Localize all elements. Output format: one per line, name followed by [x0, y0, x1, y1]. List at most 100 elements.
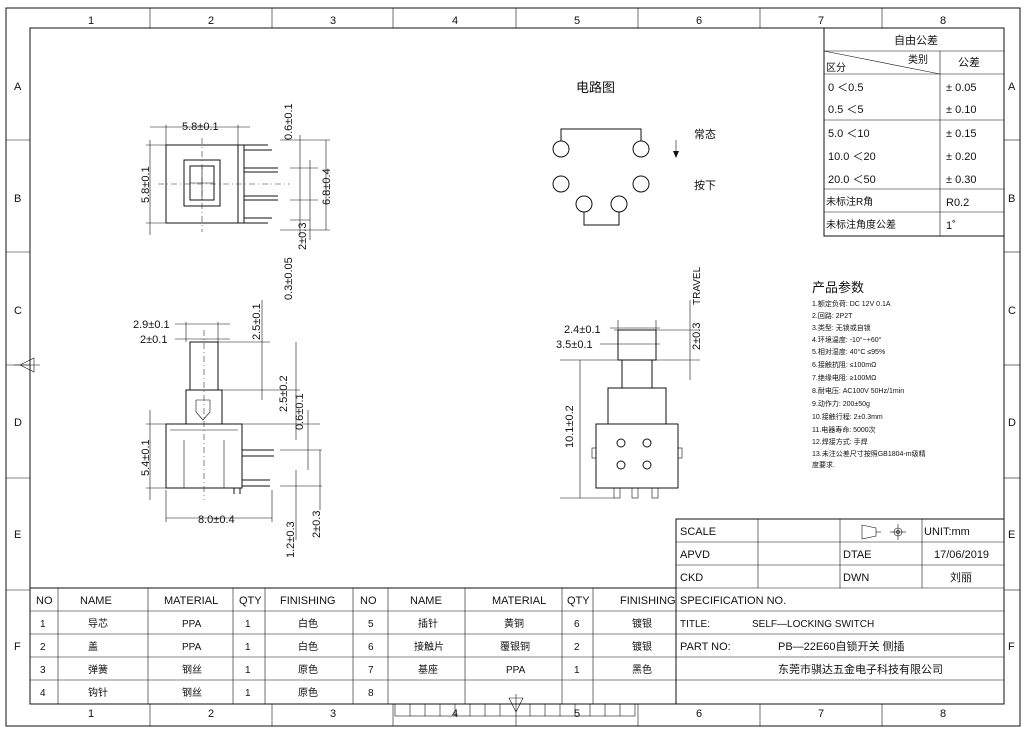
tolerance-table	[823, 27, 1005, 237]
dim-label: 1.2±0.3	[285, 521, 297, 558]
top-view-dimensions: 5.8±0.1 5.8±0.1 0.6±0.1 6.8±0.4 2±0.3 0.…	[140, 103, 333, 300]
zone-letter: F	[1008, 641, 1015, 653]
bom-cell: 接触片	[414, 640, 444, 653]
bom-cell: 1	[245, 642, 251, 653]
tolerance-range: 未标注角度公差	[826, 218, 896, 231]
frame-right-letters: A B C D E F	[1008, 81, 1016, 653]
zone-letter: C	[14, 305, 22, 317]
tolerance-range: 10.0 ＜20	[828, 151, 876, 163]
dwn-label: DWN	[843, 572, 869, 584]
side-view-dimensions: 2.4±0.1 3.5±0.1 2±0.3 TRAVEL 10.1±0.2	[556, 266, 703, 448]
tolerance-range: 未标注R角	[826, 195, 873, 208]
bom-cell: PPA	[182, 642, 202, 653]
bom-cell: 镀银	[632, 640, 652, 653]
bom-cell: 基座	[418, 663, 438, 676]
bom-cell: 钩针	[88, 686, 108, 699]
bom-cell: 白色	[298, 617, 318, 630]
zone-letter: D	[14, 417, 22, 429]
bom-cell: 原色	[298, 686, 318, 699]
front-view	[146, 300, 322, 540]
bom-header-no: NO	[360, 595, 377, 607]
zone-number: 1	[88, 708, 94, 720]
title-value: SELF—LOCKING SWITCH	[752, 619, 874, 630]
tolerance-col-type: 类别	[908, 53, 928, 66]
param-item: 7.绝缘电阻: ≥100MΩ	[812, 373, 876, 382]
zone-number: 8	[940, 15, 946, 27]
param-item: 11.电器寿命: 5000次	[812, 425, 876, 434]
param-item: 1.额定负荷: DC 12V 0.1A	[812, 299, 891, 308]
zone-number: 5	[574, 15, 580, 27]
dim-label: 2.4±0.1	[564, 324, 601, 336]
zone-number: 7	[818, 708, 824, 720]
tolerance-range: 20.0 ＜50	[828, 174, 876, 186]
date-label: DTAE	[843, 549, 872, 561]
bom-cell: 黄铜	[504, 617, 524, 630]
dim-label: TRAVEL	[692, 266, 703, 305]
tolerance-value: ± 0.20	[946, 151, 977, 163]
bom-cell: 7	[368, 665, 374, 676]
bom-cell: 导芯	[88, 617, 108, 630]
dwn-value: 刘丽	[950, 571, 972, 584]
zone-letter: D	[1008, 417, 1016, 429]
bom-cell: 8	[368, 688, 374, 699]
zone-number: 7	[818, 15, 824, 27]
bom-header-qty: QTY	[239, 595, 262, 607]
bom-cell: 1	[574, 665, 580, 676]
part-value: PB—22E60自锁开关 侧插	[778, 639, 905, 653]
dim-label: 8.0±0.4	[198, 514, 235, 526]
frame-bottom-numbers: 1 2 3 4 5 6 7 8	[88, 708, 946, 720]
bom-cell: 6	[368, 642, 374, 653]
unit-label: UNIT:mm	[924, 526, 970, 538]
tolerance-value: ± 0.30	[946, 174, 977, 186]
zone-letter: E	[1008, 529, 1015, 541]
tolerance-col-tol: 公差	[958, 55, 980, 69]
dim-label: 2.9±0.1	[133, 319, 170, 331]
bom-table	[29, 587, 677, 705]
title-block-text: SCALE UNIT:mm APVD DTAE 17/06/2019 CKD D…	[680, 526, 989, 676]
bom-cell: 镀银	[632, 617, 652, 630]
bom-header-qty: QTY	[567, 595, 590, 607]
tolerance-value: ± 0.10	[946, 104, 977, 116]
param-item: 度要求.	[812, 460, 835, 469]
param-item: 2.回路: 2P2T	[812, 311, 853, 320]
zone-number: 4	[452, 15, 458, 27]
bom-rows: 1 导芯 PPA 1 白色 5 插针 黄铜 6 镀银 2 盖 PPA 1 白色 …	[40, 617, 652, 699]
dim-label: 10.1±0.2	[564, 405, 576, 448]
tolerance-range: 5.0 ＜10	[828, 128, 870, 140]
bom-cell: 1	[245, 688, 251, 699]
side-view	[560, 300, 700, 499]
pressed-state-label: 按下	[694, 178, 716, 192]
zone-number: 4	[452, 708, 458, 720]
zone-number: 2	[208, 15, 214, 27]
spec-label: SPECIFICATION NO.	[680, 595, 786, 607]
bom-cell: 3	[40, 665, 46, 676]
zone-number: 1	[88, 15, 94, 27]
tolerance-value: ± 0.15	[946, 128, 977, 140]
product-params: 产品参数 1.额定负荷: DC 12V 0.1A 2.回路: 2P2T 3.类型…	[812, 280, 926, 469]
bom-cell: 钢丝	[182, 686, 202, 699]
zone-letter: F	[14, 641, 21, 653]
bom-cell: 2	[574, 642, 580, 653]
scale-label: SCALE	[680, 526, 716, 538]
frame-left-letters: A B C D E F	[14, 81, 22, 653]
zone-number: 6	[696, 708, 702, 720]
param-item: 13.未注公差尺寸按照GB1804-m级精	[812, 449, 926, 458]
bom-cell: 1	[245, 619, 251, 630]
bom-cell: 插针	[418, 617, 438, 630]
params-title: 产品参数	[812, 280, 864, 295]
part-label: PART NO:	[680, 641, 731, 653]
tolerance-value: ± 0.05	[946, 82, 977, 94]
tolerance-col-zone: 区分	[826, 62, 846, 74]
dim-label: 2±0.1	[140, 334, 167, 346]
bom-cell: 覆银铜	[500, 640, 530, 653]
dim-label: 6.8±0.4	[321, 168, 333, 205]
zone-number: 5	[574, 708, 580, 720]
bom-cell: 黑色	[632, 663, 652, 676]
zone-letter: B	[1008, 193, 1015, 205]
zone-letter: A	[14, 81, 22, 93]
bom-cell: 1	[245, 665, 251, 676]
title-block	[675, 518, 1005, 705]
bom-header-name: NAME	[80, 595, 112, 607]
dim-label: 0.3±0.05	[283, 257, 295, 300]
